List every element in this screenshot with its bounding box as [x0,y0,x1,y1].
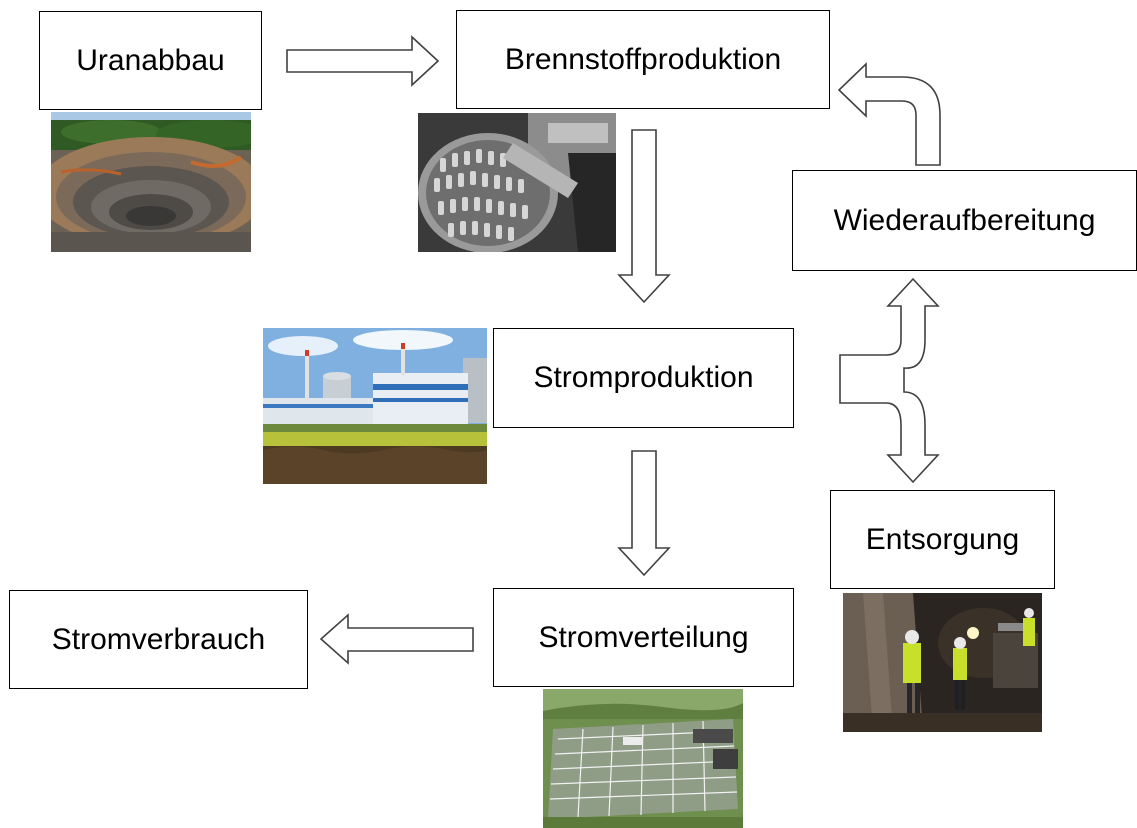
arrow-uranabbau-to-brennstoff [286,35,440,87]
arrow-stromproduktion-to-stromverteilung [617,450,671,577]
arrow-split-to-wiederaufbereitung-and-entsorgung [839,277,940,484]
node-stromproduktion: Stromproduktion [493,328,794,428]
node-uranabbau-label: Uranabbau [76,43,225,77]
node-stromverbrauch: Stromverbrauch [9,590,308,689]
substation-photo [543,689,743,828]
node-brennstoffproduktion-label: Brennstoffproduktion [504,42,782,76]
disposal-tunnel-photo [843,593,1042,732]
fuel-pellets-photo [418,113,616,252]
arrow-brennstoff-to-stromproduktion [617,129,671,304]
power-plant-photo [263,328,487,484]
node-stromverbrauch-label: Stromverbrauch [51,622,266,656]
node-wiederaufbereitung-label: Wiederaufbereitung [833,203,1096,237]
node-stromverteilung: Stromverteilung [493,588,794,687]
arrow-stromverteilung-to-stromverbrauch [319,613,474,665]
node-stromverteilung-label: Stromverteilung [538,620,749,654]
node-uranabbau: Uranabbau [39,11,262,110]
node-wiederaufbereitung: Wiederaufbereitung [792,170,1137,271]
arrow-wiederaufbereitung-to-brennstoff [837,62,941,166]
node-stromproduktion-label: Stromproduktion [533,361,754,394]
node-brennstoffproduktion: Brennstoffproduktion [456,10,830,109]
node-entsorgung: Entsorgung [830,490,1055,589]
uranium-mine-photo [51,112,251,252]
node-entsorgung-label: Entsorgung [865,522,1020,556]
